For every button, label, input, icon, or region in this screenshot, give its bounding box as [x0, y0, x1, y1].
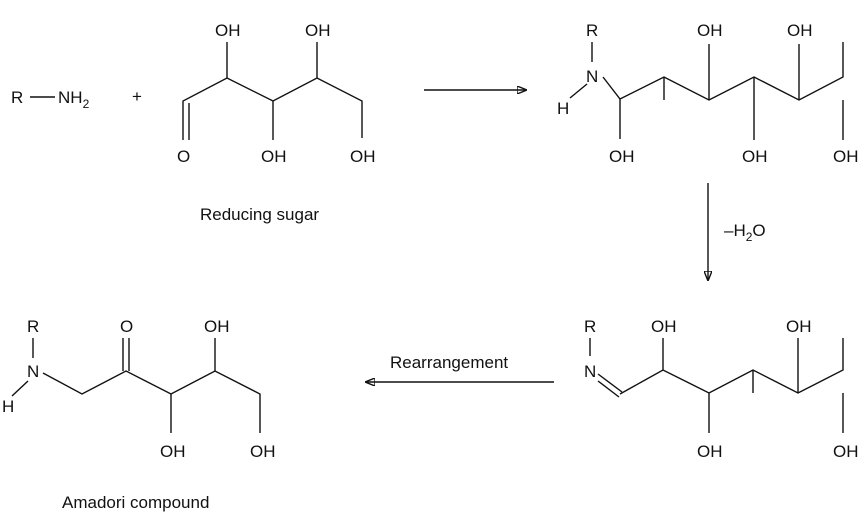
schiff-cn-double	[597, 380, 620, 398]
reducing-sugar-structure: O OH OH OH OH	[177, 21, 376, 166]
amadori-structure: R N H O OH OH OH	[2, 317, 276, 461]
schiff-r-label: R	[584, 317, 596, 336]
c2-oh-label: OH	[215, 21, 241, 40]
c5-oh-label: OH	[787, 21, 813, 40]
schiff-c3-oh-label: OH	[697, 442, 723, 461]
rearrangement-label: Rearrangement	[390, 353, 508, 372]
dehydration-label: –H2O	[724, 221, 766, 244]
c1-oh-label: OH	[609, 147, 635, 166]
c4-oh-label: OH	[305, 21, 331, 40]
amadori-n-label: N	[27, 362, 39, 381]
schiff-chain	[619, 338, 844, 395]
schiff-c5-oh-label: OH	[786, 317, 812, 336]
carbinolamine-h-label: H	[557, 99, 569, 118]
schiff-n-label: N	[584, 362, 596, 381]
plus-sign: +	[132, 87, 142, 106]
amadori-r-label: R	[27, 317, 39, 336]
schiff-cn-bond	[597, 373, 623, 393]
schiff-c2-oh-label: OH	[651, 317, 677, 336]
amadori-c6-oh-label: OH	[250, 442, 276, 461]
amine-reactant: R NH2	[11, 88, 90, 111]
amine-nh-label: NH2	[58, 88, 90, 111]
carbinolamine-chain-top	[602, 42, 844, 101]
amadori-nh-bond	[11, 380, 29, 397]
c4-oh-label: OH	[742, 147, 768, 166]
amine-r-label: R	[11, 88, 23, 107]
amadori-h-label: H	[2, 397, 14, 416]
carbinolamine-structure: R N H OH OH OH OH OH	[557, 21, 859, 166]
schiff-base-structure: R N OH OH OH OH	[584, 317, 859, 461]
carbinolamine-r-label: R	[586, 21, 598, 40]
amadori-caption: Amadori compound	[62, 493, 209, 512]
amadori-c3-oh-label: OH	[160, 442, 186, 461]
carbinolamine-n-label: N	[586, 67, 598, 86]
amadori-c4-oh-label: OH	[204, 317, 230, 336]
amadori-chain	[42, 370, 261, 433]
schiff-c6-oh-label: OH	[833, 442, 859, 461]
c3-oh-label: OH	[261, 147, 287, 166]
amadori-keto-o-label: O	[120, 317, 133, 336]
aldehyde-o-label: O	[177, 147, 190, 166]
reducing-sugar-caption: Reducing sugar	[200, 205, 319, 224]
c3-oh-label: OH	[697, 21, 723, 40]
c6-oh-label: OH	[350, 147, 376, 166]
carbinolamine-nh-bond	[569, 83, 588, 99]
c6-oh-label: OH	[833, 147, 859, 166]
